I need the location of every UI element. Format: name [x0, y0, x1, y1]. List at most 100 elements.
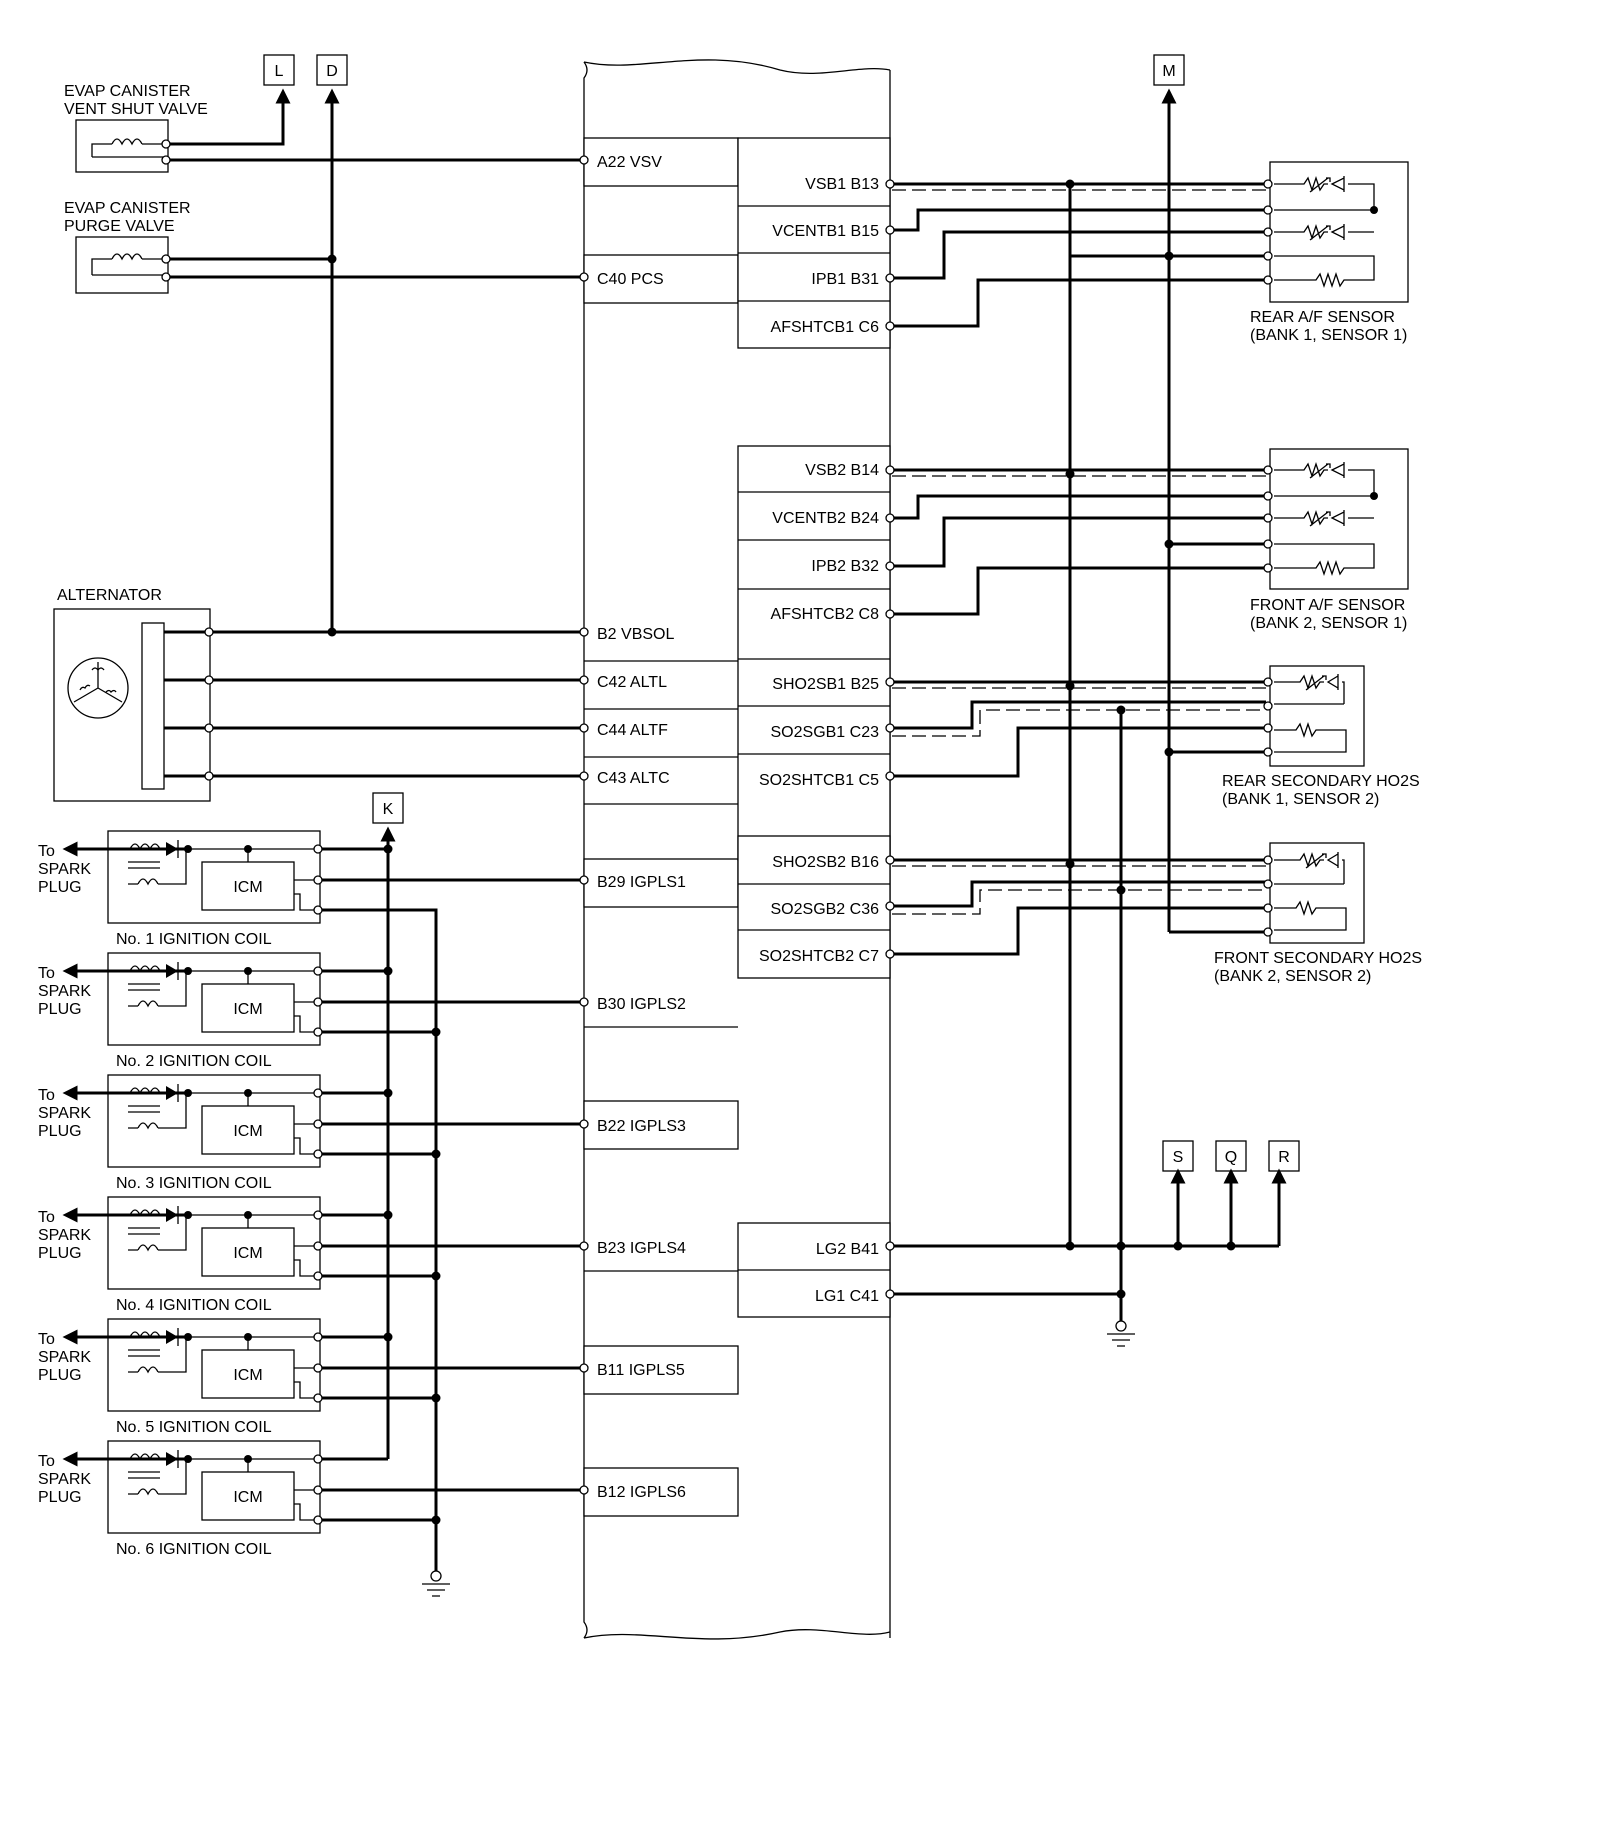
- svg-text:PLUG: PLUG: [38, 879, 82, 896]
- svg-text:SPARK: SPARK: [38, 1105, 91, 1122]
- pin-c41: LG1 C41: [815, 1288, 879, 1305]
- pin-b22: B22 IGPLS3: [597, 1118, 686, 1135]
- pin-b16: SHO2SB2 B16: [772, 854, 879, 871]
- pin-b2: B2 VBSOL: [597, 626, 674, 643]
- ignition-coils: To SPARK PLUG ICM No. 1 IGNITION COIL: [38, 830, 323, 1558]
- svg-text:No. 5 IGNITION COIL: No. 5 IGNITION COIL: [116, 1419, 272, 1436]
- pin-c36: SO2SGB2 C36: [771, 901, 880, 918]
- pin-b30: B30 IGPLS2: [597, 996, 686, 1013]
- pin-c43: C43 ALTC: [597, 770, 670, 787]
- svg-text:To: To: [38, 1453, 55, 1470]
- pin-b25: SHO2SB1 B25: [772, 676, 879, 693]
- svg-text:S: S: [1173, 1149, 1184, 1166]
- svg-text:M: M: [1162, 63, 1175, 80]
- svg-text:ICM: ICM: [233, 1489, 262, 1506]
- ecm-right-pin-labels: VSB1 B13 VCENTB1 B15 IPB1 B31 AFSHTCB1 C…: [759, 176, 879, 1305]
- pin-b14: VSB2 B14: [805, 462, 879, 479]
- pin-b24: VCENTB2 B24: [772, 510, 879, 527]
- svg-text:Q: Q: [1225, 1149, 1237, 1166]
- svg-text:REAR A/F SENSOR: REAR A/F SENSOR: [1250, 309, 1395, 326]
- ignition-coil-3: To SPARK PLUG ICM No. 3 IGNITION COIL: [38, 1074, 323, 1192]
- rear-af-sensor: REAR A/F SENSOR (BANK 1, SENSOR 1): [1250, 161, 1409, 344]
- front-secondary-ho2s: FRONT SECONDARY HO2S (BANK 2, SENSOR 2): [1214, 842, 1422, 985]
- ignition-coil-4: To SPARK PLUG ICM No. 4 IGNITION COIL: [38, 1196, 323, 1314]
- svg-text:(BANK 2, SENSOR 1): (BANK 2, SENSOR 1): [1250, 615, 1407, 632]
- pin-c42: C42 ALTL: [597, 674, 667, 691]
- ignition-coil-5: To SPARK PLUG ICM No. 5 IGNITION COIL: [38, 1318, 323, 1436]
- terminal-d: D: [316, 54, 348, 86]
- pin-b29: B29 IGPLS1: [597, 874, 686, 891]
- svg-text:ICM: ICM: [233, 1367, 262, 1384]
- ecm-left-connectors: [583, 137, 890, 1517]
- terminal-s: S: [1162, 1140, 1194, 1172]
- pin-b32: IPB2 B32: [811, 558, 879, 575]
- pin-a22: A22 VSV: [597, 154, 662, 171]
- ignition-coil-wiring: [322, 826, 589, 1597]
- svg-text:SPARK: SPARK: [38, 1349, 91, 1366]
- svg-text:PLUG: PLUG: [38, 1489, 82, 1506]
- pin-b13: VSB1 B13: [805, 176, 879, 193]
- svg-text:ICM: ICM: [233, 879, 262, 896]
- svg-text:FRONT A/F SENSOR: FRONT A/F SENSOR: [1250, 597, 1405, 614]
- svg-text:FRONT SECONDARY HO2S: FRONT SECONDARY HO2S: [1214, 950, 1422, 967]
- svg-text:No. 1 IGNITION COIL: No. 1 IGNITION COIL: [116, 931, 272, 948]
- ignition-coil-1: To SPARK PLUG ICM No. 1 IGNITION COIL: [38, 830, 323, 948]
- svg-text:(BANK 1, SENSOR 1): (BANK 1, SENSOR 1): [1250, 327, 1407, 344]
- pin-b31: IPB1 B31: [811, 271, 879, 288]
- rear-secondary-ho2s: REAR SECONDARY HO2S (BANK 1, SENSOR 2): [1222, 665, 1420, 808]
- svg-text:(BANK 1, SENSOR 2): (BANK 1, SENSOR 2): [1222, 791, 1379, 808]
- evap-vent-shut-valve: EVAP CANISTER VENT SHUT VALVE: [64, 83, 208, 173]
- ecm-right-connectors: [737, 137, 891, 1318]
- pin-b23: B23 IGPLS4: [597, 1240, 686, 1257]
- svg-text:To: To: [38, 965, 55, 982]
- ecm-left-pin-labels: A22 VSV C40 PCS B2 VBSOL C42 ALTL C44 AL…: [597, 154, 686, 1501]
- pin-b15: VCENTB1 B15: [772, 223, 879, 240]
- evap-purge-valve: EVAP CANISTER PURGE VALVE: [64, 200, 191, 294]
- alternator: ALTERNATOR: [53, 587, 211, 802]
- svg-text:(BANK 2, SENSOR 2): (BANK 2, SENSOR 2): [1214, 968, 1371, 985]
- svg-text:PLUG: PLUG: [38, 1123, 82, 1140]
- svg-text:SPARK: SPARK: [38, 1227, 91, 1244]
- svg-text:ICM: ICM: [233, 1123, 262, 1140]
- pin-c40: C40 PCS: [597, 271, 664, 288]
- svg-text:To: To: [38, 843, 55, 860]
- terminal-r: R: [1268, 1140, 1300, 1172]
- svg-text:PLUG: PLUG: [38, 1001, 82, 1018]
- pin-b12: B12 IGPLS6: [597, 1484, 686, 1501]
- svg-text:No. 3 IGNITION COIL: No. 3 IGNITION COIL: [116, 1175, 272, 1192]
- svg-text:PLUG: PLUG: [38, 1245, 82, 1262]
- pin-c7: SO2SHTCB2 C7: [759, 948, 879, 965]
- ignition-coil-6: To SPARK PLUG ICM No. 6 IGNITION COIL: [38, 1440, 323, 1558]
- terminal-l: L: [263, 54, 295, 86]
- pin-c6: AFSHTCB1 C6: [771, 319, 880, 336]
- front-af-sensor: FRONT A/F SENSOR (BANK 2, SENSOR 1): [1250, 448, 1409, 632]
- svg-text:ICM: ICM: [233, 1245, 262, 1262]
- svg-text:No. 6 IGNITION COIL: No. 6 IGNITION COIL: [116, 1541, 272, 1558]
- pin-c23: SO2SGB1 C23: [771, 724, 880, 741]
- svg-text:SPARK: SPARK: [38, 1471, 91, 1488]
- terminal-m: M: [1153, 54, 1185, 86]
- svg-text:No. 4 IGNITION COIL: No. 4 IGNITION COIL: [116, 1297, 272, 1314]
- pin-b41: LG2 B41: [816, 1241, 879, 1258]
- svg-text:VENT SHUT VALVE: VENT SHUT VALVE: [64, 101, 208, 118]
- svg-text:ALTERNATOR: ALTERNATOR: [57, 587, 162, 604]
- svg-text:D: D: [326, 63, 338, 80]
- pin-b11: B11 IGPLS5: [597, 1362, 685, 1379]
- svg-text:REAR SECONDARY HO2S: REAR SECONDARY HO2S: [1222, 773, 1420, 790]
- svg-text:SPARK: SPARK: [38, 983, 91, 1000]
- svg-text:R: R: [1278, 1149, 1290, 1166]
- pin-c5: SO2SHTCB1 C5: [759, 772, 879, 789]
- svg-text:To: To: [38, 1331, 55, 1348]
- pin-c8: AFSHTCB2 C8: [771, 606, 880, 623]
- svg-text:PLUG: PLUG: [38, 1367, 82, 1384]
- terminal-k: K: [372, 792, 404, 824]
- svg-text:EVAP CANISTER: EVAP CANISTER: [64, 83, 191, 100]
- svg-text:No. 2 IGNITION COIL: No. 2 IGNITION COIL: [116, 1053, 272, 1070]
- svg-text:To: To: [38, 1087, 55, 1104]
- svg-text:To: To: [38, 1209, 55, 1226]
- svg-text:K: K: [383, 801, 394, 818]
- svg-text:EVAP CANISTER: EVAP CANISTER: [64, 200, 191, 217]
- terminal-q: Q: [1215, 1140, 1247, 1172]
- sensor-common-buses: [885, 88, 1287, 1347]
